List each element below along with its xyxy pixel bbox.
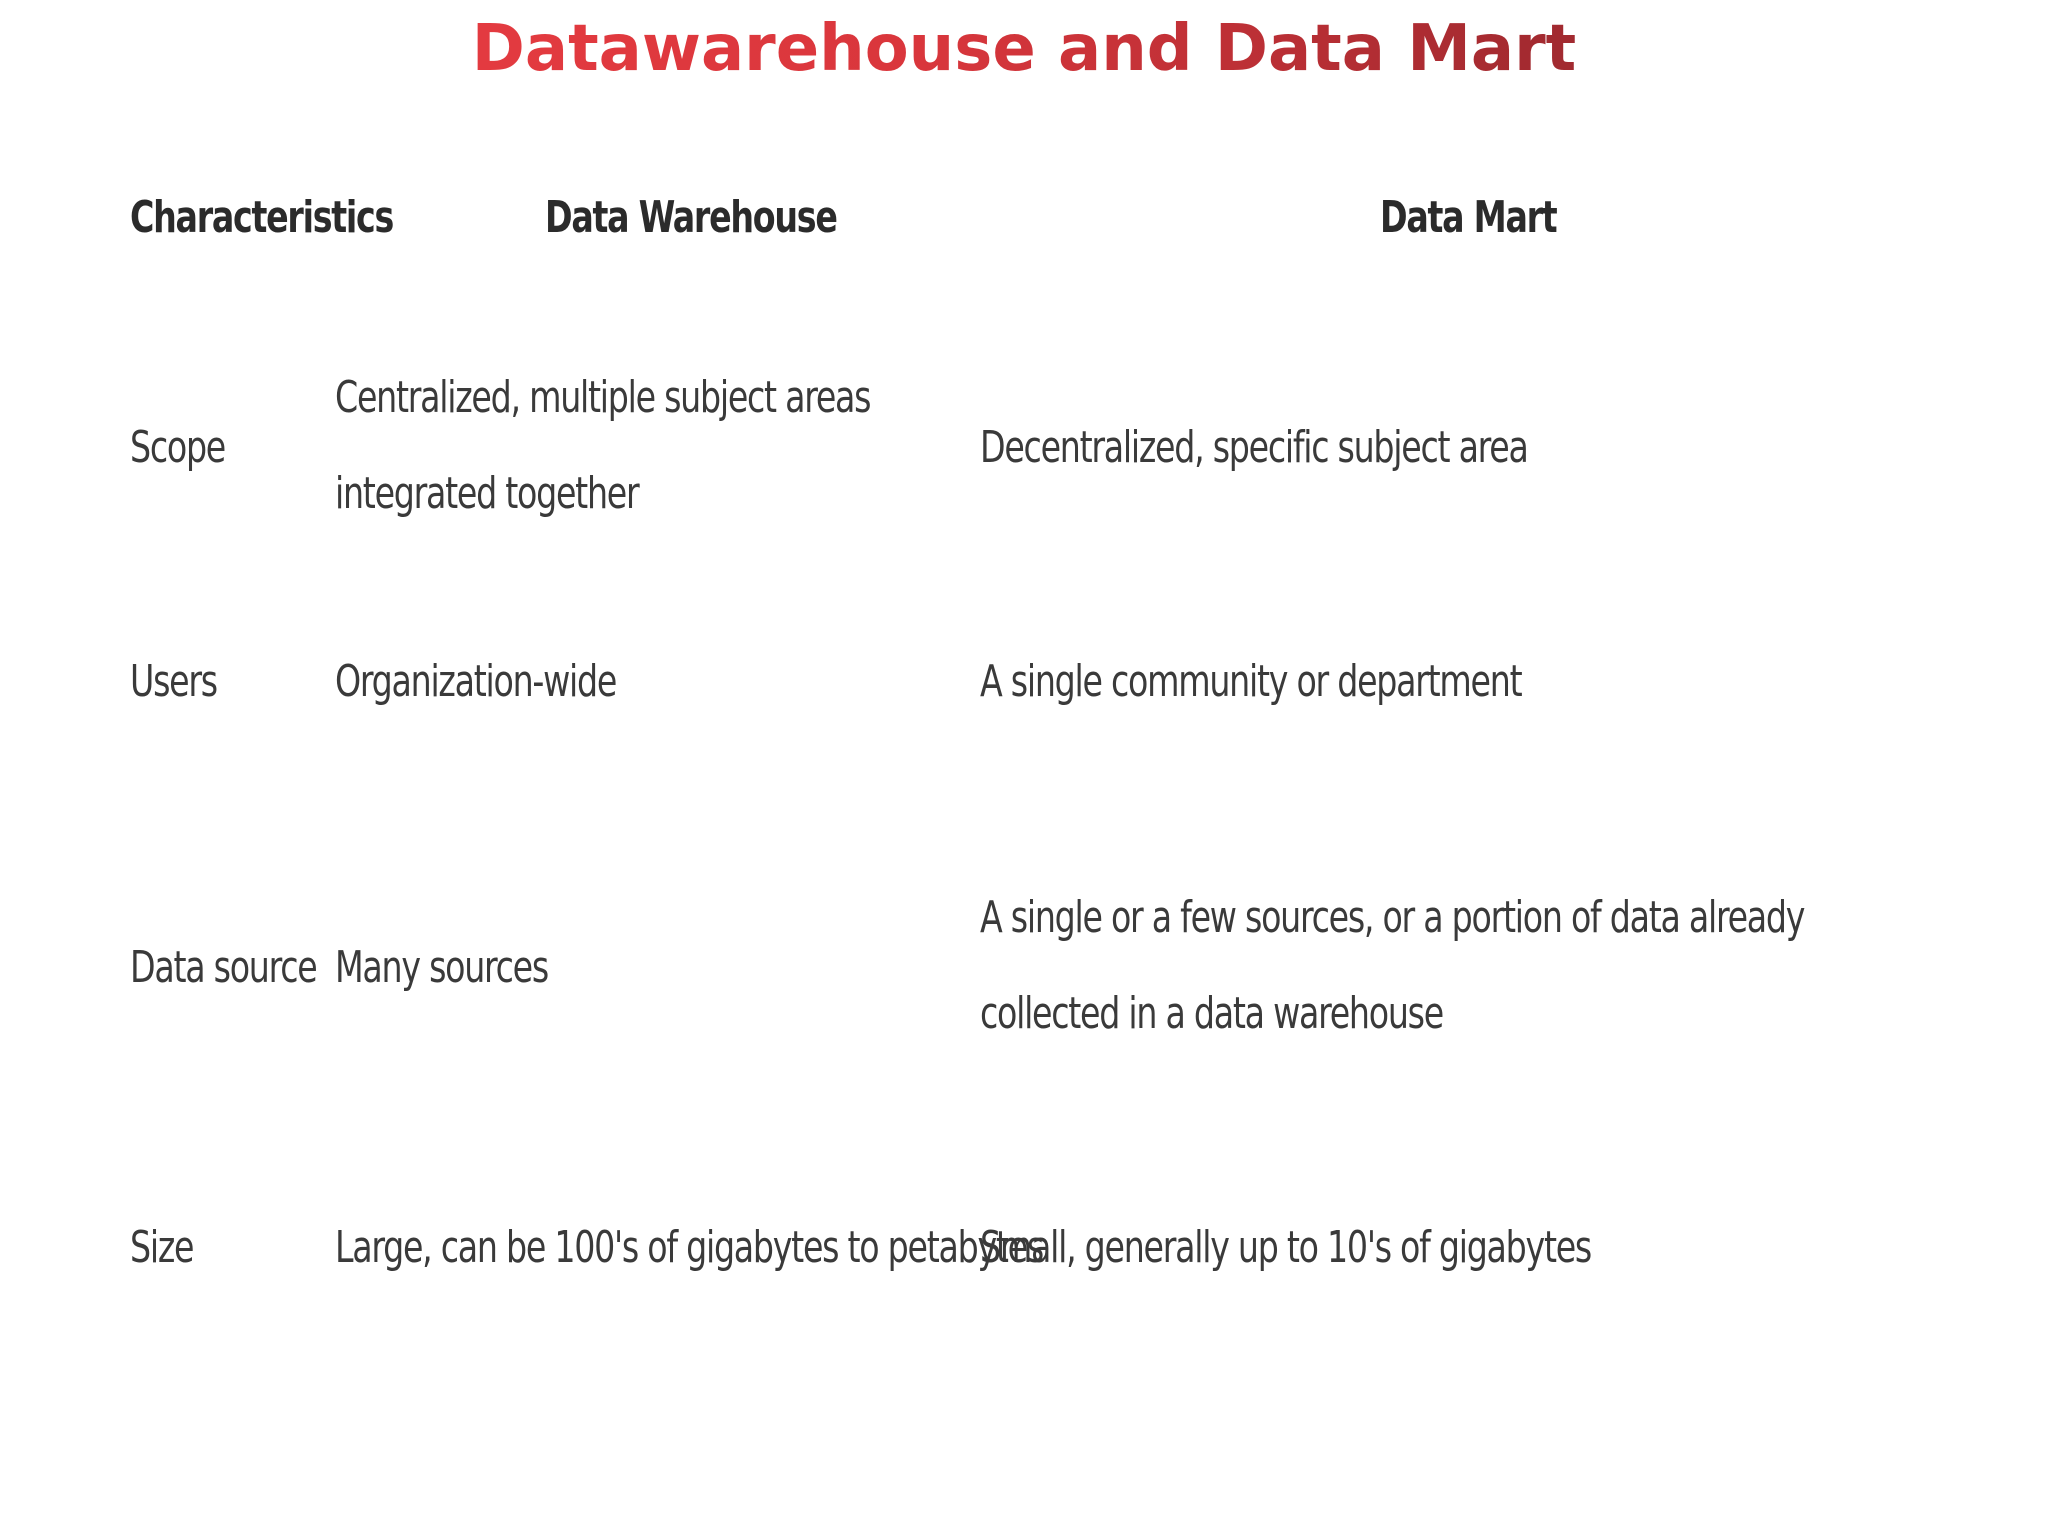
cell-characteristic: Users <box>130 656 218 707</box>
cell-characteristic: Scope <box>130 422 226 473</box>
table-row-data-source: Data source Many sources A single or a f… <box>130 870 1930 1070</box>
header-data-mart: Data Mart <box>1380 192 1558 243</box>
cell-data-warehouse: Organization-wide <box>335 656 617 707</box>
header-characteristics: Characteristics <box>130 192 394 243</box>
slide-title: Datawarehouse and Data Mart <box>0 8 2048 91</box>
cell-data-mart: A single or a few sources, or a portion … <box>980 892 1805 1039</box>
table-row-size: Size Large, can be 100's of gigabytes to… <box>130 1200 1930 1300</box>
table-header-row: Characteristics Data Warehouse Data Mart <box>130 170 1930 270</box>
cell-data-warehouse: Large, can be 100's of gigabytes to peta… <box>335 1222 1044 1273</box>
cell-characteristic: Data source <box>130 942 318 993</box>
table-row-scope: Scope Centralized, multiple subject area… <box>130 350 1930 550</box>
cell-data-warehouse: Centralized, multiple subject areas inte… <box>335 372 871 519</box>
cell-data-mart: Decentralized, specific subject area <box>980 422 1529 473</box>
table-row-users: Users Organization-wide A single communi… <box>130 634 1930 734</box>
header-data-warehouse: Data Warehouse <box>545 192 838 243</box>
cell-data-mart: A single community or department <box>980 656 1523 707</box>
cell-data-warehouse: Many sources <box>335 942 549 993</box>
cell-characteristic: Size <box>130 1222 195 1273</box>
cell-data-mart: Small, generally up to 10's of gigabytes <box>980 1222 1592 1273</box>
